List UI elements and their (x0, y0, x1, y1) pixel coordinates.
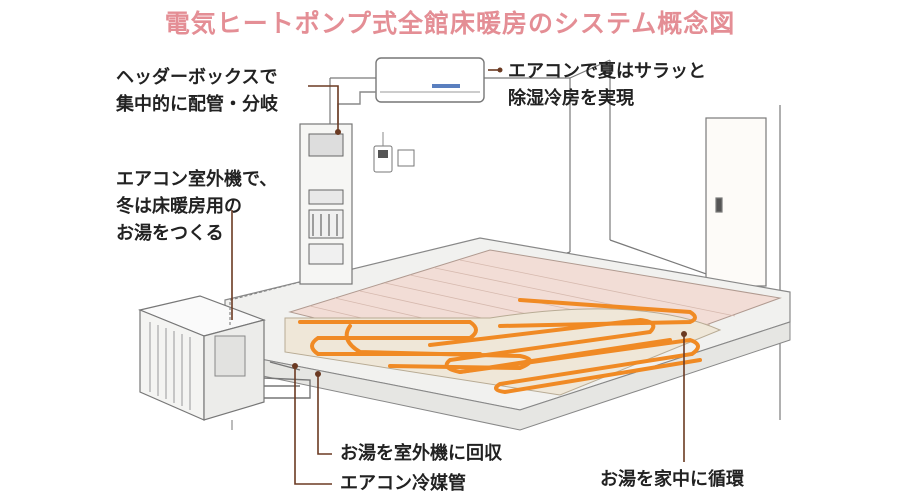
outdoor-unit (138, 295, 266, 430)
label-refrigerant-pipe: エアコン冷媒管 (340, 473, 466, 494)
leader-dots (292, 67, 687, 377)
label-header-box-line-2: 集中的に配管・分岐 (116, 94, 278, 115)
label-outdoor-unit-line-1: エアコン室外機で、 (116, 169, 278, 190)
leader-return-pipe (317, 374, 332, 455)
label-outdoor-unit-line-3: お湯をつくる (116, 223, 224, 244)
label-return-pipe: お湯を室外機に回収 (340, 443, 502, 464)
leader-lines (231, 69, 685, 485)
floor-heating-pipes (298, 298, 702, 395)
indoor-aircon (375, 57, 485, 103)
wall-controller (373, 132, 415, 173)
door (705, 117, 767, 287)
label-header-box-line-1: ヘッダーボックスで (116, 67, 278, 88)
label-aircon-line-1: エアコンで夏はサラッと (508, 61, 706, 82)
diagram-title: 電気ヒートポンプ式全館床暖房のシステム概念図 (164, 9, 736, 38)
label-aircon-line-2: 除湿冷房を実現 (508, 88, 634, 109)
aircon-refrigerant-line (337, 91, 376, 128)
label-outdoor-unit-line-2: 冬は床暖房用の (116, 196, 242, 217)
label-aircon: エアコンで夏はサラッと 除湿冷房を実現 (508, 58, 706, 112)
pipe-to-header (229, 281, 301, 325)
label-header-box: ヘッダーボックスで 集中的に配管・分岐 (116, 64, 278, 118)
label-circulation: お湯を家中に循環 (600, 469, 744, 490)
leader-header-box (308, 85, 339, 132)
leader-refrigerant-pipe (294, 366, 332, 485)
header-box (299, 123, 353, 285)
label-outdoor-unit: エアコン室外機で、 冬は床暖房用の お湯をつくる (116, 166, 277, 247)
